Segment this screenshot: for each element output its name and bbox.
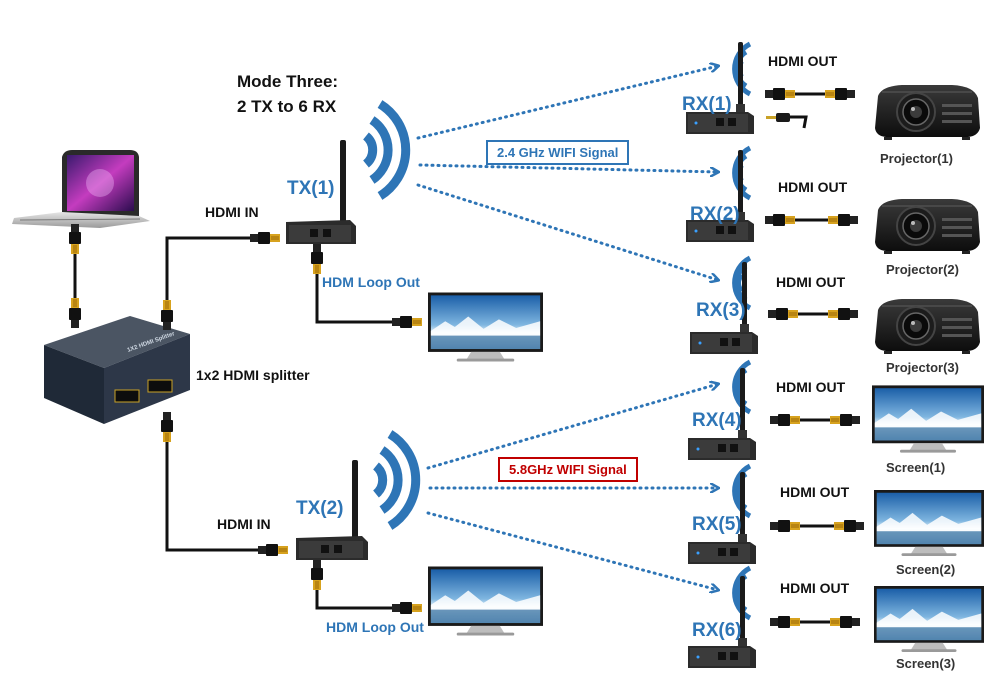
tx1-label: TX(1) [287,178,335,199]
tx2-label: TX(2) [296,498,344,519]
tx1-hdmi-in-label: HDMI IN [205,204,259,220]
projector-icon [874,84,981,141]
receiver-3 [690,258,981,355]
tx1-loop-out-cable [311,244,422,328]
projector-icon [874,198,981,255]
screen-2-label: Screen(2) [896,562,956,577]
title-line-2: 2 TX to 6 RX [237,97,337,116]
transmitter-icon [296,460,368,560]
rx6-hdmi-out-label: HDMI OUT [780,580,850,596]
receiver-2 [686,148,981,255]
tx1-loop-out-label: HDM Loop Out [322,274,420,290]
screen-3-label: Screen(3) [896,656,956,671]
rx1-hdmi-out-label: HDMI OUT [768,53,838,69]
transmitter-2 [296,434,416,560]
receiver-1 [686,42,981,141]
tx2-loop-monitor-icon [428,566,543,636]
monitor-icon [872,385,984,453]
projector-icon [874,298,981,355]
tx2-hdmi-in-label: HDMI IN [217,516,271,532]
receiver-5 [688,466,984,564]
projector-3-label: Projector(3) [886,360,959,375]
title-line-1: Mode Three: [237,72,339,91]
wifi-wave-icon [366,104,406,196]
tx2-loop-out-cable [311,560,422,614]
monitor-icon [874,586,984,652]
transmitter-1 [286,104,406,244]
rx5-label: RX(5) [692,514,742,535]
audio-plug-icon [766,113,808,129]
rx6-label: RX(6) [692,620,742,641]
signal-24ghz-badge: 2.4 GHz WIFI Signal [486,140,630,165]
projector-2-label: Projector(2) [886,262,959,277]
laptop-icon [12,150,150,228]
monitor-icon [874,490,984,556]
splitter-icon: 1X2 HDMI Splitter [44,316,190,424]
splitter-label: 1x2 HDMI splitter [196,367,310,383]
rx5-hdmi-out-label: HDMI OUT [780,484,850,500]
wifi-wave-icon [376,434,416,526]
transmitter-icon [286,140,356,244]
signal-58ghz-badge: 5.8GHz WIFI Signal [498,457,638,482]
projector-1-label: Projector(1) [880,151,953,166]
tx1-loop-monitor-icon [428,292,543,362]
rx2-label: RX(2) [690,204,740,225]
tx2-loop-out-label: HDM Loop Out [326,619,424,635]
splitter-to-tx1-cable [161,232,280,330]
rx3-label: RX(3) [696,300,746,321]
rx4-hdmi-out-label: HDMI OUT [776,379,846,395]
splitter-to-tx2-cable [161,412,288,556]
rx1-label: RX(1) [682,94,732,115]
rx4-label: RX(4) [692,410,742,431]
rx2-hdmi-out-label: HDMI OUT [778,179,848,195]
signal-lines [416,66,718,590]
laptop-hdmi-cable [69,224,81,328]
rx3-hdmi-out-label: HDMI OUT [776,274,846,290]
receiver-4 [688,362,984,460]
receiver-6 [688,568,984,668]
screen-1-label: Screen(1) [886,460,946,475]
